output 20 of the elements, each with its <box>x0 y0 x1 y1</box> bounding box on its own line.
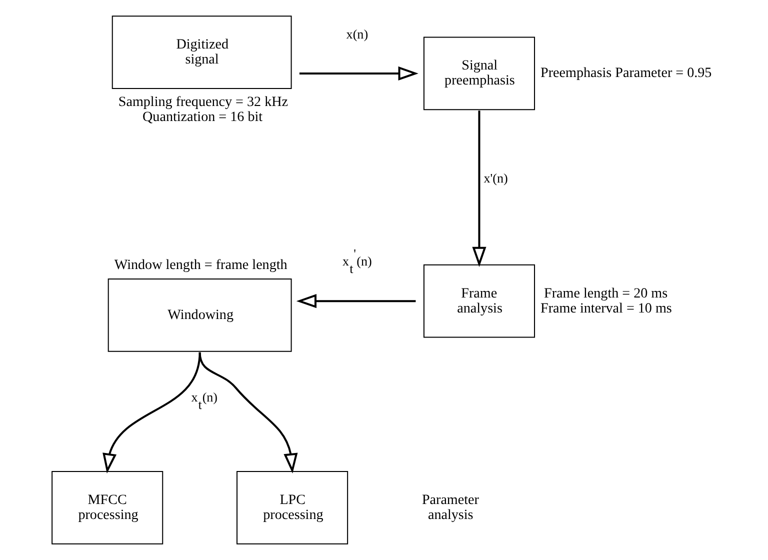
arrow <box>198 352 298 474</box>
node-box: Frame analysis <box>423 264 536 338</box>
node-label: Window length = frame length <box>114 257 288 274</box>
edge-label: x(n) <box>346 26 368 42</box>
node-box: LPC processing <box>236 470 348 544</box>
node-box: Digitized signal <box>112 16 292 90</box>
arrow <box>299 66 418 80</box>
node-box: Signal preemphasis <box>423 36 536 110</box>
node-box: Windowing <box>108 278 292 352</box>
label: Parameter analysis <box>422 492 479 523</box>
node-label: Quantization = 16 bit <box>142 108 263 125</box>
arrow <box>472 110 486 267</box>
node-label: Frame length = 20 ms <box>544 285 668 302</box>
edge-label: x'(n) <box>484 170 508 186</box>
arrow <box>102 352 201 474</box>
node-label: Sampling frequency = 32 kHz <box>118 94 288 110</box>
node-label: Preemphasis Parameter = 0.95 <box>540 65 712 82</box>
node-label: Frame interval = 10 ms <box>540 300 672 316</box>
node-box: MFCC processing <box>52 470 164 544</box>
arrow <box>296 294 416 308</box>
